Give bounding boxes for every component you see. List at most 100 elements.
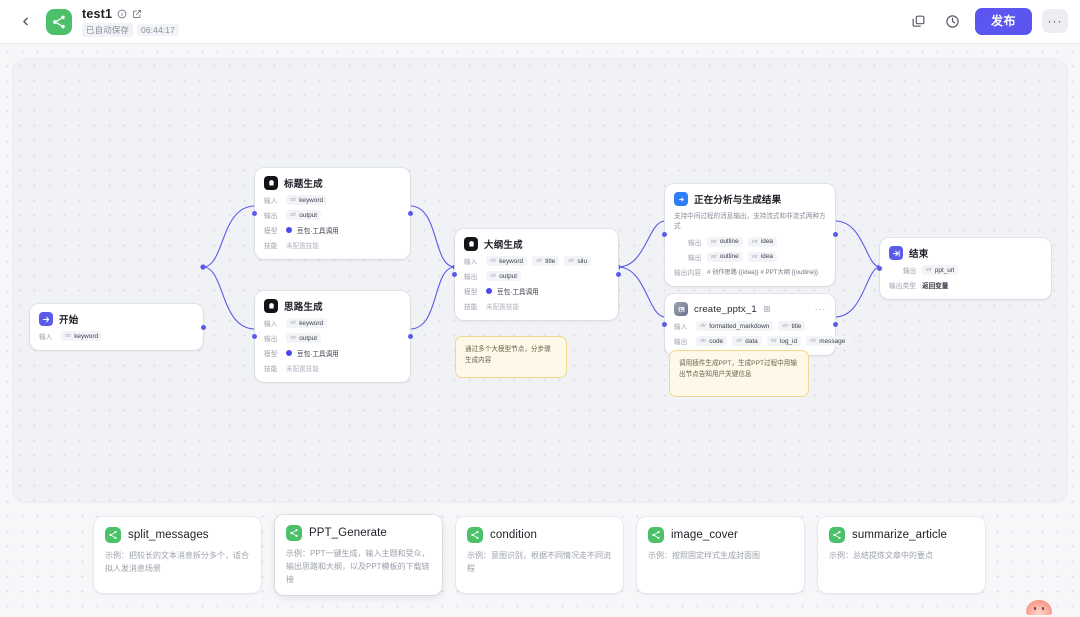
node-row-input: 输入 str keyword str title str silu	[464, 256, 609, 266]
overflow-indicator[interactable]: ···	[854, 337, 863, 345]
input-port[interactable]	[662, 232, 667, 238]
node-end[interactable]: 结束 输出 str ppt_url 输出类型 返回变量	[877, 238, 1051, 299]
model-dot-icon	[286, 227, 292, 233]
node-menu-button[interactable]: ···	[814, 304, 826, 314]
output-port[interactable]	[408, 334, 413, 339]
output-port[interactable]	[408, 211, 413, 216]
template-card-condition[interactable]: condition 示例：意图识别，根据不同情况走不同流程	[456, 517, 623, 593]
input-port[interactable]	[877, 266, 882, 271]
node-row-output-content: 输出内容 # 创作思路 {{idea}} # PPT大纲 {{outline}}	[674, 267, 826, 277]
row-label: 输出	[688, 239, 702, 247]
plugin-icon	[674, 302, 688, 316]
template-card-summarize-article[interactable]: summarize_article 示例：总结提炼文章中的要点	[818, 517, 985, 593]
edit-square-icon[interactable]	[132, 9, 142, 19]
model-name: 豆包·工具调用	[497, 289, 539, 296]
input-port[interactable]	[252, 211, 257, 216]
node-title-generation[interactable]: 标题生成 输入 str keyword 输出 str output	[252, 168, 413, 259]
template-description: 示例：按照固定样式生成封面图	[648, 551, 760, 560]
row-label: 模型	[264, 351, 278, 358]
more-options-button[interactable]: ···	[1042, 9, 1068, 34]
variable-tag: str message	[806, 336, 850, 346]
tag-name: data	[745, 337, 758, 345]
template-name: image_cover	[671, 529, 738, 541]
tag-type: str	[290, 212, 297, 218]
row-label: 输入	[264, 198, 278, 205]
node-row-model: 模型 豆包·工具调用	[264, 348, 401, 358]
variable-tag: str outline	[706, 251, 743, 262]
tag-type: str	[700, 323, 707, 329]
input-port[interactable]	[452, 272, 457, 277]
template-header: condition	[467, 527, 612, 543]
row-label: 输入	[39, 334, 53, 341]
row-label: 输入	[264, 321, 278, 328]
tag-type: str	[710, 253, 717, 260]
autosave-label: 已自动保存	[82, 22, 134, 37]
input-port[interactable]	[252, 334, 257, 339]
tag-type: str	[700, 338, 707, 344]
tag-name: output	[299, 211, 317, 219]
llm-icon	[264, 176, 278, 190]
end-arrow-icon	[889, 246, 903, 260]
note-plugin-ppt[interactable]: 调用插件生成PPT，生成PPT过程中用输出节点告知用户关键信息	[669, 350, 809, 397]
llm-icon	[264, 299, 278, 313]
node-header: 大纲生成	[464, 237, 609, 251]
variable-tag: str keyword	[286, 318, 328, 328]
node-message-output[interactable]: 正在分析与生成结果 支持中间过程的消息输出，支持流式和非流式两种方式 输出 st…	[662, 184, 838, 286]
clock-history-icon	[946, 15, 960, 28]
node-create-pptx[interactable]: create_pptx_1 ··· 输入 str formatted_markd…	[662, 294, 862, 355]
variable-tag: str outline	[706, 236, 743, 247]
row-label: 输出	[264, 213, 278, 220]
template-card-split-messages[interactable]: split_messages 示例：把较长的文本消息拆分多个，适合拟人发消息场景	[94, 517, 261, 593]
duplicate-icon	[913, 15, 925, 27]
node-idea-generation[interactable]: 思路生成 输入 str keyword 输出 str output	[252, 291, 413, 382]
duplicate-button[interactable]	[907, 9, 931, 33]
tag-name: message	[819, 337, 846, 345]
publish-button[interactable]: 发布	[974, 8, 1032, 35]
tag-name: keyword	[299, 196, 324, 204]
output-content-text: # 创作思路 {{idea}} # PPT大纲 {{outline}}	[707, 269, 819, 277]
template-description: 示例：意图识别，根据不同情况走不同流程	[467, 551, 611, 573]
variable-tag: str keyword	[286, 195, 328, 205]
tag-name: silu	[577, 257, 587, 265]
template-strip: split_messages 示例：把较长的文本消息拆分多个，适合拟人发消息场景…	[0, 507, 1080, 617]
note-text: 调用插件生成PPT，生成PPT过程中用输出节点告知用户关键信息	[679, 360, 797, 378]
info-circle-icon[interactable]	[117, 9, 127, 19]
tag-name: outline	[719, 253, 739, 261]
node-start[interactable]: 开始 输入 str keyword	[30, 304, 206, 350]
tag-type: str	[568, 258, 575, 264]
workflow-share-icon	[829, 527, 845, 543]
canvas-surface[interactable]: 开始 输入 str keyword 标题生成	[12, 58, 1068, 503]
tag-name: keyword	[299, 319, 324, 327]
title-block: test1 已自动保存 06:44:17	[82, 7, 179, 37]
node-outline-generation[interactable]: 大纲生成 输入 str keyword str title str silu	[452, 229, 621, 320]
tag-name: idea	[760, 238, 773, 246]
output-port[interactable]	[833, 322, 838, 327]
input-port[interactable]	[662, 322, 667, 327]
node-row-output: 输出 str code str data str log_id str	[674, 336, 862, 346]
variable-tag: str output	[486, 271, 521, 281]
tag-type: str	[736, 338, 743, 344]
row-label: 输入	[674, 324, 688, 331]
tag-name: formatted_markdown	[709, 322, 770, 330]
tag-name: keyword	[74, 332, 99, 340]
workflow-share-icon	[286, 525, 302, 541]
template-card-image-cover[interactable]: image_cover 示例：按照固定样式生成封面图	[637, 517, 804, 593]
tag-type: str	[290, 197, 297, 203]
variable-tag: str title	[778, 321, 806, 331]
node-row-skill: 技能 未配置技能	[264, 240, 401, 250]
output-port[interactable]	[833, 232, 838, 238]
model-name: 豆包·工具调用	[297, 228, 339, 235]
template-card-ppt-generate[interactable]: PPT_Generate 示例：PPT一键生成，输入主题和受众，输出思路和大纲，…	[275, 515, 442, 595]
output-port[interactable]	[201, 324, 206, 330]
back-button[interactable]	[12, 9, 38, 35]
assistant-mascot-icon[interactable]	[1026, 600, 1052, 615]
history-button[interactable]	[941, 9, 965, 33]
variable-tag: str output	[286, 210, 321, 220]
tag-type: str	[65, 333, 72, 339]
output-type-value: 返回变量	[922, 283, 949, 290]
output-port[interactable]	[616, 272, 621, 277]
llm-icon	[464, 237, 478, 251]
node-description: 支持中间过程的消息输出，支持流式和非流式两种方式	[674, 213, 826, 230]
note-llm-steps[interactable]: 通过多个大模型节点，分步骤生成内容	[455, 336, 567, 378]
node-header: 正在分析与生成结果	[674, 192, 826, 206]
